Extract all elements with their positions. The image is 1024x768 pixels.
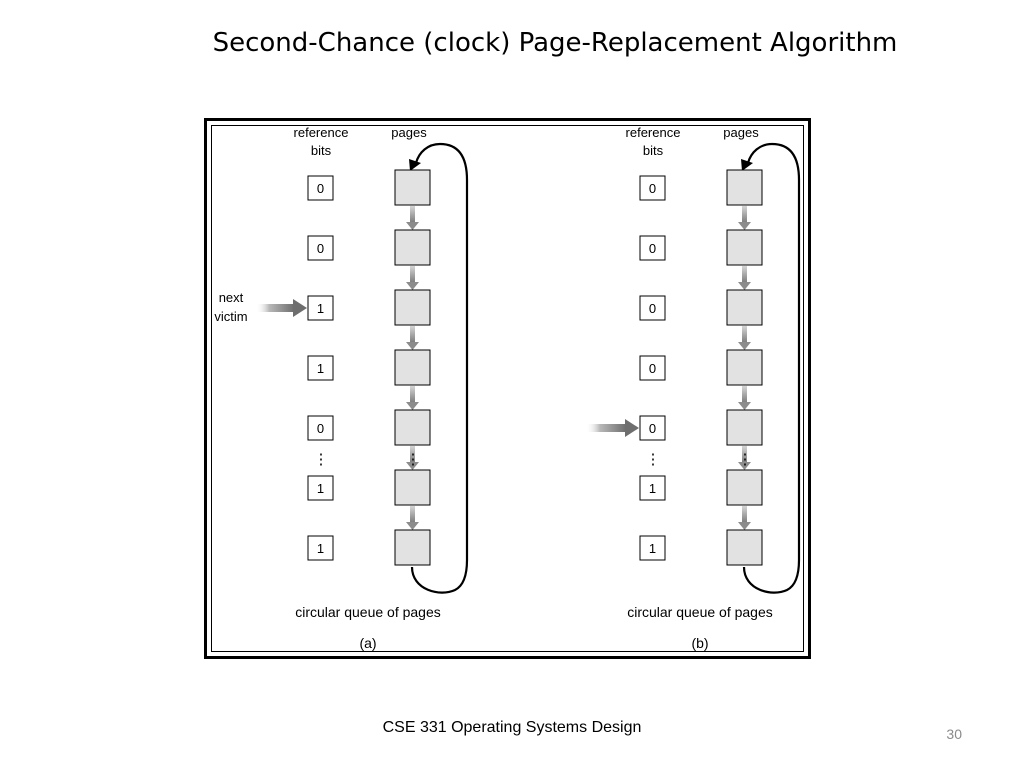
reference-bit-box xyxy=(639,295,666,321)
queue-link-arrow xyxy=(742,206,747,223)
queue-link-arrow-head xyxy=(406,282,419,290)
queue-link-arrow xyxy=(742,386,747,403)
figure-outer-frame xyxy=(204,118,811,659)
clock-hand-pointer xyxy=(256,304,294,312)
figure-inner-frame xyxy=(211,125,804,652)
page-frame-box xyxy=(394,289,431,326)
reference-bit-value: 1 xyxy=(317,481,324,496)
pages-ellipsis: ⋮ xyxy=(406,451,421,468)
reference-bit-value: 1 xyxy=(649,541,656,556)
reference-bit-box xyxy=(307,415,334,441)
reference-bits-header: bits xyxy=(311,143,332,158)
clock-hand-pointer-head xyxy=(293,299,307,317)
next-victim-label: victim xyxy=(214,309,247,324)
clock-hand-pointer xyxy=(586,424,626,432)
queue-link-arrow-head xyxy=(738,522,751,530)
reference-bit-value: 0 xyxy=(317,181,324,196)
page-frame-box xyxy=(726,289,763,326)
queue-link-arrow xyxy=(410,266,415,283)
clock-hand-pointer-head xyxy=(625,419,639,437)
reference-bit-box xyxy=(639,535,666,561)
page-frame-box xyxy=(394,349,431,386)
panel-a: reference bits pages 0 0 1 1 0 1 1 ⋮ ⋮ next victim cir… xyxy=(214,125,469,651)
page-frame-box xyxy=(726,169,763,206)
pages-ellipsis: ⋮ xyxy=(738,451,753,468)
page-frame-box xyxy=(394,529,431,566)
slide-title: Second-Chance (clock) Page-Replacement A… xyxy=(212,28,898,58)
reference-bit-box xyxy=(307,235,334,261)
reference-bit-box xyxy=(639,475,666,501)
page-frame-box xyxy=(726,529,763,566)
reference-bit-value: 0 xyxy=(649,361,656,376)
queue-link-arrow xyxy=(742,326,747,343)
page-frame-box xyxy=(726,469,763,506)
reference-bit-box xyxy=(307,355,334,381)
page-frame-box xyxy=(394,409,431,446)
page-frame-box xyxy=(726,349,763,386)
queue-link-arrow xyxy=(742,506,747,523)
slide-footer: CSE 331 Operating Systems Design xyxy=(382,719,642,736)
reference-bit-value: 1 xyxy=(317,541,324,556)
reference-bit-value: 0 xyxy=(317,241,324,256)
queue-link-arrow-head xyxy=(406,522,419,530)
circular-queue-label: circular queue of pages xyxy=(295,604,441,620)
reference-bit-box xyxy=(639,235,666,261)
reference-bit-value: 1 xyxy=(317,361,324,376)
queue-link-arrow xyxy=(410,206,415,223)
reference-bits-header: reference xyxy=(626,125,681,140)
panel-b: reference bits pages 0 0 0 0 0 1 1 ⋮ ⋮ circular queu… xyxy=(586,125,801,651)
page-frame-box xyxy=(726,409,763,446)
reference-bit-box xyxy=(307,175,334,201)
circular-return-arrow xyxy=(742,142,801,594)
circular-return-arrow xyxy=(410,142,469,594)
reference-bit-value: 0 xyxy=(317,421,324,436)
queue-link-arrow-head xyxy=(738,342,751,350)
queue-link-arrow-head xyxy=(738,402,751,410)
queue-link-arrow-head xyxy=(406,222,419,230)
queue-link-arrow-head xyxy=(738,462,751,470)
reference-bit-box xyxy=(307,295,334,321)
circular-queue-label: circular queue of pages xyxy=(627,604,773,620)
panel-caption: (a) xyxy=(359,635,376,651)
queue-link-arrow-head xyxy=(738,222,751,230)
reference-bit-box xyxy=(639,175,666,201)
queue-link-arrow-head xyxy=(738,282,751,290)
reference-bit-value: 0 xyxy=(649,421,656,436)
queue-link-arrow xyxy=(410,326,415,343)
page-frame-box xyxy=(394,229,431,266)
queue-link-arrow-head xyxy=(406,462,419,470)
queue-link-arrow xyxy=(742,266,747,283)
reference-bit-box xyxy=(639,355,666,381)
pages-header: pages xyxy=(723,125,759,140)
page-number: 30 xyxy=(946,726,962,742)
queue-link-arrow xyxy=(410,506,415,523)
queue-link-arrow xyxy=(742,446,747,463)
page-frame-box xyxy=(394,169,431,206)
queue-link-arrow xyxy=(410,386,415,403)
reference-bits-header: bits xyxy=(643,143,664,158)
bits-ellipsis: ⋮ xyxy=(646,451,661,468)
reference-bit-value: 1 xyxy=(317,301,324,316)
return-arrow-head xyxy=(741,159,753,171)
queue-link-arrow-head xyxy=(406,342,419,350)
reference-bits-header: reference xyxy=(294,125,349,140)
queue-link-arrow-head xyxy=(406,402,419,410)
reference-bit-box xyxy=(307,475,334,501)
reference-bit-value: 0 xyxy=(649,181,656,196)
bits-ellipsis: ⋮ xyxy=(314,451,329,468)
reference-bit-box xyxy=(639,415,666,441)
queue-link-arrow xyxy=(410,446,415,463)
pages-header: pages xyxy=(391,125,427,140)
next-victim-label: next xyxy=(219,290,244,305)
reference-bit-value: 1 xyxy=(649,481,656,496)
page-frame-box xyxy=(394,469,431,506)
return-arrow-head xyxy=(409,159,421,171)
reference-bit-value: 0 xyxy=(649,241,656,256)
reference-bit-value: 0 xyxy=(649,301,656,316)
reference-bit-box xyxy=(307,535,334,561)
panel-caption: (b) xyxy=(691,635,708,651)
page-frame-box xyxy=(726,229,763,266)
